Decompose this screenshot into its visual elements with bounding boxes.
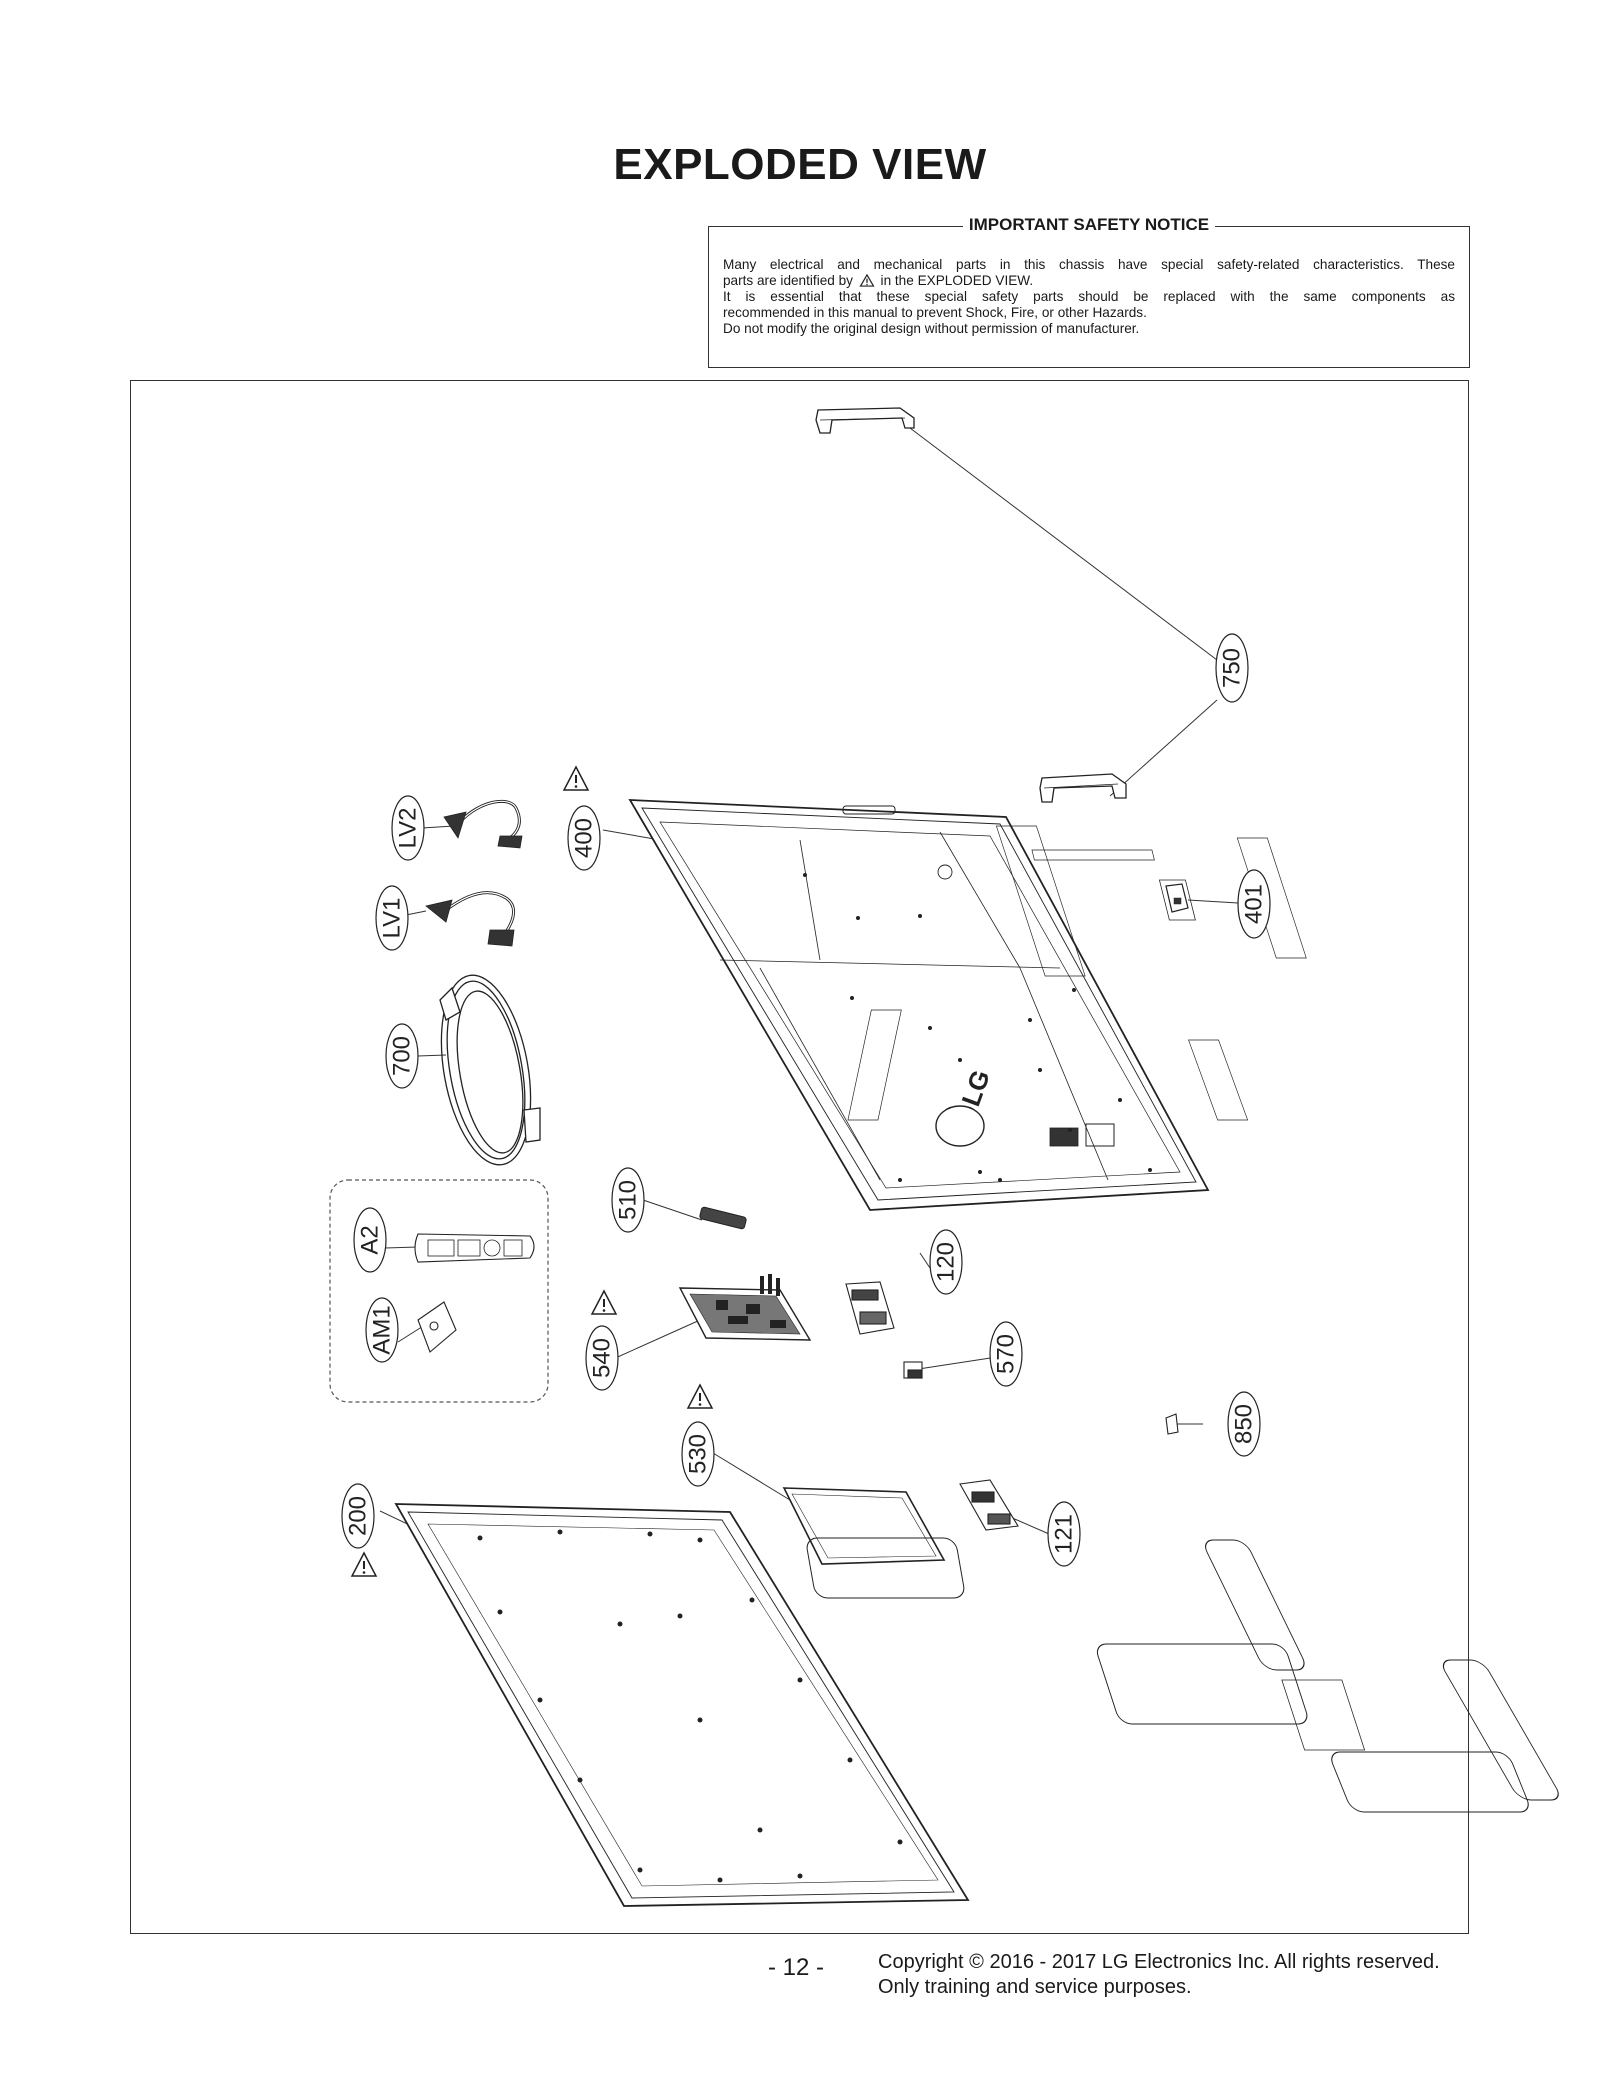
safety-warning-icon <box>563 766 589 791</box>
notice-line-2: parts are identified by in the EXPLODED … <box>723 273 1034 288</box>
part-lv1-cable <box>425 891 515 947</box>
callout-530 <box>681 1421 715 1487</box>
callout-lv2 <box>391 795 425 861</box>
callout-401 <box>1237 869 1271 939</box>
label-200: 200 <box>345 1496 372 1536</box>
label-570: 570 <box>993 1334 1020 1374</box>
label-121: 121 <box>1051 1514 1078 1554</box>
part-121-module <box>959 1479 1019 1531</box>
part-120-module <box>845 1281 895 1335</box>
label-a2: A2 <box>357 1225 384 1254</box>
label-120: 120 <box>933 1242 960 1282</box>
safety-notice-body: Many electrical and mechanical parts in … <box>723 257 1455 337</box>
page-title: EXPLODED VIEW <box>613 140 987 189</box>
safety-notice-heading: IMPORTANT SAFETY NOTICE <box>962 215 1216 234</box>
part-530-power-board <box>782 1487 946 1565</box>
label-400: 400 <box>571 818 598 858</box>
part-850-clip <box>1165 1413 1179 1435</box>
callout-400 <box>567 805 601 871</box>
exploded-view-frame <box>130 380 1469 1934</box>
label-850: 850 <box>1231 1404 1258 1444</box>
notice-line-5: Do not modify the original design withou… <box>723 321 1140 336</box>
safety-warning-icon <box>351 1552 377 1577</box>
callout-700 <box>385 1023 419 1089</box>
notice-line-4: recommended in this manual to prevent Sh… <box>723 305 1147 320</box>
callout-120 <box>929 1229 963 1295</box>
warning-triangle-icon <box>859 274 875 287</box>
part-750-handle-upper <box>815 407 915 434</box>
label-530: 530 <box>685 1434 712 1474</box>
accessory-group-outline <box>329 1179 549 1403</box>
callout-510 <box>611 1167 645 1233</box>
callout-lv1 <box>375 885 409 951</box>
callout-121 <box>1047 1501 1081 1567</box>
label-am1: AM1 <box>369 1305 396 1354</box>
notice-line-3: It is essential that these special safet… <box>723 289 1455 304</box>
part-570-switch <box>903 1361 923 1379</box>
page-number: - 12 - <box>768 1954 825 1981</box>
callout-850 <box>1227 1391 1261 1457</box>
copyright: Copyright © 2016 - 2017 LG Electronics I… <box>878 1950 1440 2000</box>
copyright-line-1: Copyright © 2016 - 2017 LG Electronics I… <box>878 1951 1440 1973</box>
label-700: 700 <box>389 1036 416 1076</box>
part-a2-remote-control <box>414 1233 535 1263</box>
callout-200 <box>341 1483 375 1549</box>
part-750-handle-lower <box>1039 773 1127 803</box>
part-400-back-cover: LG <box>628 799 1307 1211</box>
label-750: 750 <box>1219 648 1246 688</box>
label-540: 540 <box>589 1338 616 1378</box>
callout-a2 <box>353 1207 387 1273</box>
safety-notice: IMPORTANT SAFETY NOTICE Many electrical … <box>708 215 1470 368</box>
part-540-main-board <box>678 1274 812 1341</box>
label-510: 510 <box>615 1180 642 1220</box>
copyright-line-2: Only training and service purposes. <box>878 1976 1192 1998</box>
callout-am1 <box>365 1297 399 1363</box>
part-700-power-cord <box>439 974 541 1166</box>
callout-540 <box>585 1325 619 1391</box>
part-am1-stand <box>417 1301 457 1353</box>
callout-570 <box>989 1321 1023 1387</box>
part-lv2-cable <box>443 799 523 849</box>
notice-line-1: Many electrical and mechanical parts in … <box>723 257 1455 272</box>
part-401-bracket <box>1165 883 1189 913</box>
part-200-frame <box>394 1503 1559 1907</box>
label-lv1: LV1 <box>379 898 406 939</box>
label-401: 401 <box>1241 884 1268 924</box>
safety-warning-icon <box>591 1290 617 1315</box>
label-lv2: LV2 <box>395 808 422 849</box>
safety-warning-icon <box>687 1384 713 1409</box>
callout-750 <box>1215 633 1249 703</box>
part-510-connector <box>699 1206 747 1230</box>
